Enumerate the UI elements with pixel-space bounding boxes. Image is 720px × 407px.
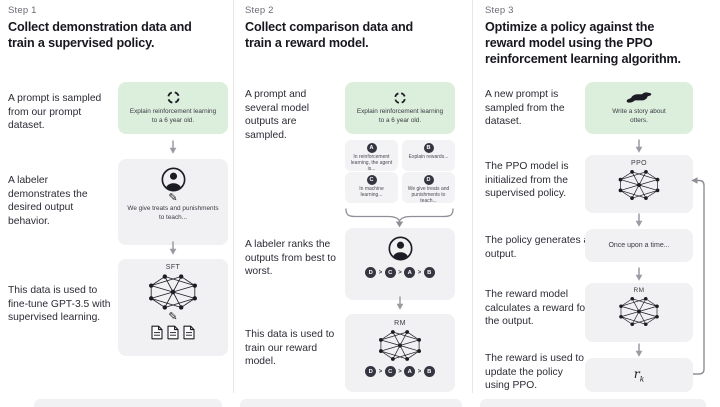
neural-network-icon	[148, 273, 198, 311]
rank-dot: C	[384, 267, 396, 278]
rank-separator: >	[398, 368, 402, 375]
rank-separator: >	[417, 368, 422, 375]
output-text: In reinforcement learning, the agent is.…	[350, 154, 393, 171]
output-text: We give treats and punishments to teach.…	[407, 186, 450, 203]
step2-rm-box: RM D > C > A > B	[345, 314, 455, 392]
neural-network-icon	[378, 329, 422, 362]
step1-prompt-text: Explain reinforcement learning to a 6 ye…	[129, 108, 217, 124]
bottom-cutoff-card	[240, 399, 462, 407]
output-text: Explain rewards...	[408, 154, 449, 160]
rank-dot: D	[365, 366, 377, 377]
reward-symbol: rk	[633, 366, 645, 384]
column-divider	[472, 0, 473, 393]
step3-label: Step 3	[485, 5, 514, 16]
rank-separator: >	[378, 269, 383, 276]
output-card-d: D We give treats and punishments to teac…	[402, 172, 455, 203]
output-badge: B	[423, 143, 434, 153]
down-arrow-icon	[634, 266, 644, 282]
step1-title: Collect demonstration data and train a s…	[8, 20, 192, 50]
rank-dot: A	[404, 267, 416, 278]
down-arrow-icon	[634, 342, 644, 358]
step3-desc-init: The PPO model is initialized from the su…	[485, 161, 569, 200]
step3-output-text: Once upon a time...	[608, 242, 670, 249]
step1-desc-finetune: This data is used to fine-tune GPT-3.5 w…	[8, 285, 111, 324]
ppo-label: PPO	[631, 160, 647, 167]
step1-desc-labeler: A labeler demonstrates the desired outpu…	[8, 175, 88, 228]
output-badge: A	[366, 143, 377, 153]
step3-rm-box: RM	[585, 283, 693, 342]
person-icon	[388, 236, 412, 261]
output-card-a: A In reinforcement learning, the agent i…	[345, 140, 398, 171]
output-badge: D	[423, 175, 434, 185]
step3-desc-prompt: A new prompt is sampled from the dataset…	[485, 89, 565, 128]
step1-desc-prompt: A prompt is sampled from our prompt data…	[8, 93, 102, 132]
document-icon	[167, 325, 179, 340]
ranking: D > C > A > B	[365, 267, 435, 278]
rank-dot: C	[384, 366, 396, 377]
step3-prompt-box: Write a story about otters.	[585, 82, 693, 134]
down-arrow-icon	[168, 240, 178, 256]
step1-sft-box: SFT ✎	[118, 259, 228, 356]
step2-prompt-text: Explain reinforcement learning to a 6 ye…	[356, 107, 444, 124]
sft-label: SFT	[165, 264, 181, 271]
step3-prompt-text: Write a story about otters.	[612, 108, 666, 124]
step1-labeler-note: We give treats and punishments to teach.…	[127, 205, 219, 221]
documents-icon	[151, 325, 195, 340]
step2-desc-prompt: A prompt and several model outputs are s…	[245, 89, 310, 142]
down-arrow-icon	[634, 138, 644, 154]
down-arrow-icon	[395, 295, 405, 311]
step1-prompt-box: Explain reinforcement learning to a 6 ye…	[118, 82, 228, 134]
rm-label: RM	[394, 320, 406, 327]
pencil-icon: ✎	[168, 192, 178, 204]
column-divider	[233, 0, 234, 393]
down-arrow-icon	[634, 212, 644, 228]
step2-title: Collect comparison data and train a rewa…	[245, 20, 414, 50]
rank-dot: D	[365, 267, 377, 278]
down-arrow-icon	[168, 139, 178, 155]
step2-desc-rank: A labeler ranks the outputs from best to…	[245, 239, 337, 278]
output-badge: C	[366, 175, 377, 185]
bottom-cutoff-card	[480, 399, 706, 407]
output-text: In machine learning...	[359, 186, 384, 198]
step2-labeler-box: D > C > A > B	[345, 228, 455, 300]
refresh-icon	[393, 91, 407, 105]
rank-separator: >	[378, 368, 383, 375]
rank-dot: B	[423, 366, 435, 377]
step3-desc-output: The policy generates an output.	[485, 235, 595, 260]
rank-separator: >	[398, 269, 402, 276]
step2-desc-train: This data is used to train our reward mo…	[245, 329, 335, 368]
step3-reward-box: rk	[585, 358, 693, 392]
step3-output-box: Once upon a time...	[585, 229, 693, 262]
rank-dot: A	[404, 366, 416, 377]
step1-labeler-box: ✎ We give treats and punishments to teac…	[118, 159, 228, 245]
otter-icon	[626, 92, 652, 104]
rank-dot: B	[423, 267, 435, 278]
step1-label: Step 1	[8, 5, 37, 16]
neural-network-icon	[618, 169, 660, 201]
feedback-loop-arrow-icon	[691, 177, 705, 375]
step3-ppo-box: PPO	[585, 155, 693, 213]
step3-desc-update: The reward is used to update the policy …	[485, 353, 585, 392]
rm-label: RM	[633, 287, 645, 294]
document-icon	[183, 325, 195, 340]
person-icon	[161, 167, 185, 192]
refresh-icon	[165, 90, 181, 106]
neural-network-icon	[618, 296, 660, 327]
bottom-cutoff-card	[34, 399, 222, 407]
step3-desc-reward: The reward model calculates a reward for…	[485, 289, 589, 328]
document-icon	[151, 325, 163, 340]
step2-label: Step 2	[245, 5, 274, 16]
rank-separator: >	[417, 269, 422, 276]
step3-title: Optimize a policy against the reward mod…	[485, 20, 681, 66]
pencil-icon: ✎	[168, 311, 178, 323]
step2-prompt-box: Explain reinforcement learning to a 6 ye…	[345, 82, 455, 134]
output-card-c: C In machine learning...	[345, 172, 398, 203]
output-card-b: B Explain rewards...	[402, 140, 455, 171]
curly-brace-icon	[345, 208, 454, 228]
ranking: D > C > A > B	[365, 366, 435, 377]
